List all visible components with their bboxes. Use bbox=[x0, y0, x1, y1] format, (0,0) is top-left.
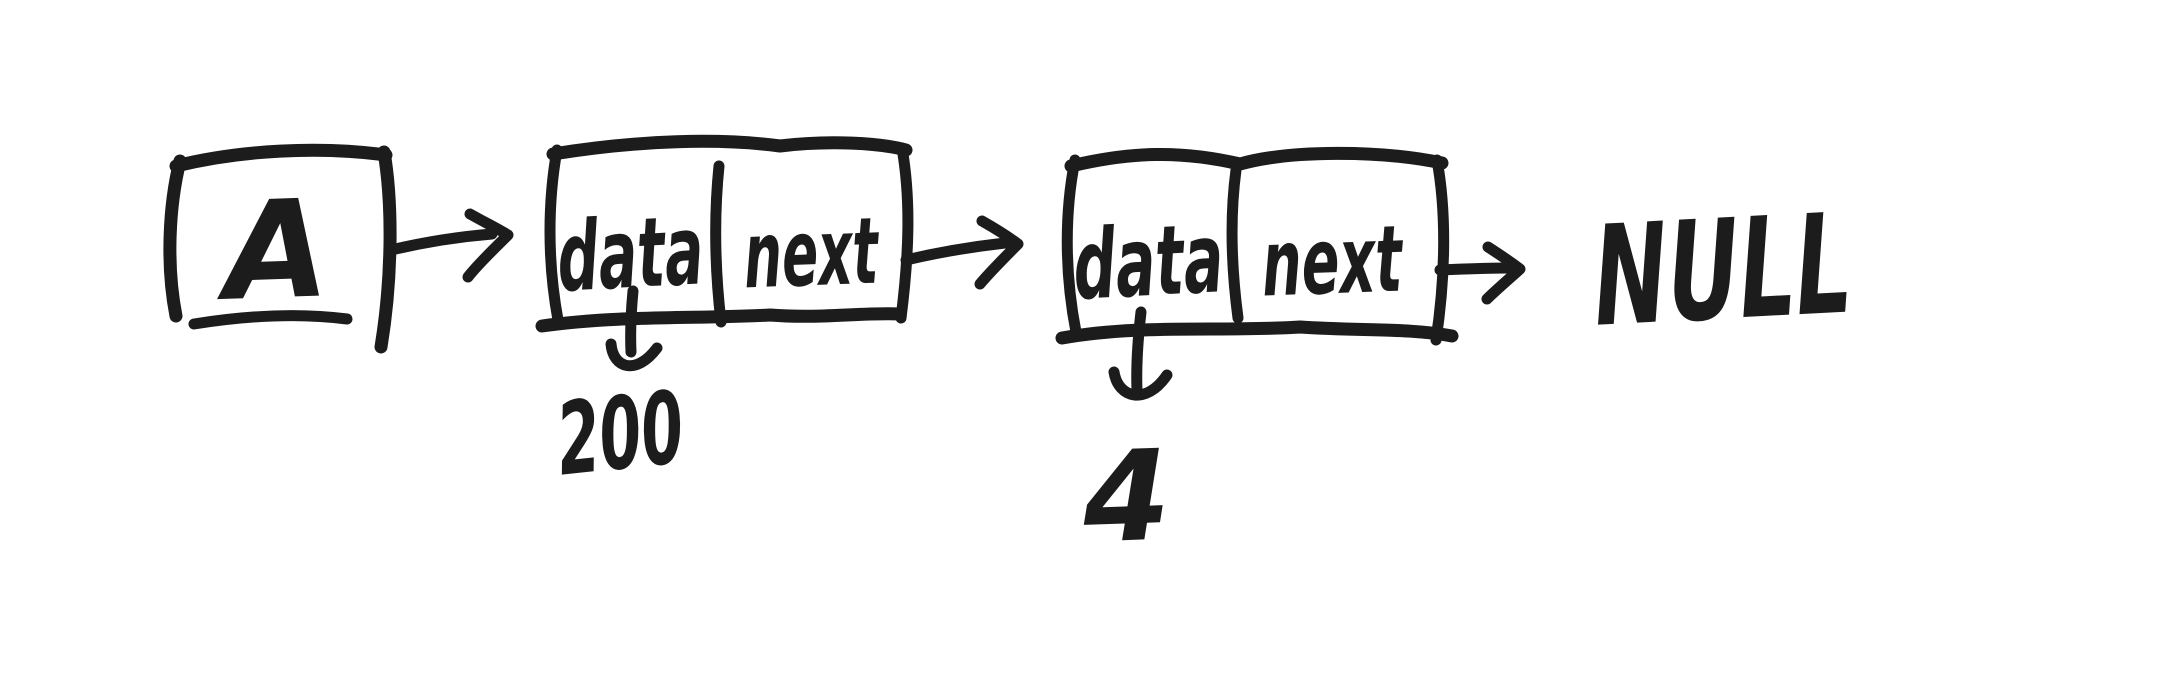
head-box-bottom-edge bbox=[188, 310, 353, 330]
arrow-shaft bbox=[900, 237, 1011, 266]
node-2-left-edge bbox=[1061, 154, 1082, 338]
head-box-right-edge bbox=[374, 145, 397, 354]
node-1-cell-divider bbox=[710, 160, 727, 328]
node-2-top-edge bbox=[1064, 146, 1449, 173]
null-terminator-label: NULL bbox=[1589, 183, 1855, 357]
node-1-top-edge bbox=[546, 134, 913, 161]
arrowhead-icon bbox=[462, 208, 514, 283]
arrow-shaft bbox=[1434, 262, 1514, 276]
node-1-next-label: next bbox=[742, 198, 881, 310]
arrowhead-icon bbox=[974, 215, 1024, 290]
node-2-right-edge bbox=[1430, 154, 1450, 346]
node-2-data-label: data bbox=[1070, 202, 1226, 322]
head-box-top-edge bbox=[169, 143, 393, 173]
arrow-node2-to-null bbox=[1434, 241, 1526, 305]
arrowhead-icon bbox=[1481, 241, 1526, 305]
arrow-head-to-node1 bbox=[385, 208, 514, 283]
node-2-bottom-edge bbox=[1055, 320, 1459, 345]
node-2-value: 4 bbox=[1080, 424, 1173, 572]
down-arrow-shaft bbox=[625, 285, 639, 358]
head-pointer-box: A bbox=[163, 143, 397, 354]
down-arrowhead-icon bbox=[605, 338, 663, 372]
node-1-value: 200 bbox=[552, 369, 690, 499]
head-box-left-edge bbox=[163, 154, 187, 323]
arrow-shaft bbox=[385, 228, 498, 256]
node-1-value-arrow: 200 bbox=[552, 285, 690, 499]
node-1: data next bbox=[535, 134, 914, 333]
down-arrow-shaft bbox=[1131, 306, 1147, 396]
node-2-cell-divider bbox=[1226, 164, 1244, 324]
node-1-bottom-edge bbox=[535, 307, 907, 333]
node-2-next-label: next bbox=[1260, 206, 1405, 318]
node-1-right-edge bbox=[895, 142, 914, 324]
node-2-value-arrow: 4 bbox=[1080, 306, 1173, 572]
arrow-node1-to-node2 bbox=[900, 215, 1024, 290]
node-2: data next bbox=[1055, 146, 1459, 346]
down-arrowhead-icon bbox=[1108, 366, 1173, 401]
node-1-left-edge bbox=[544, 144, 564, 326]
head-label: A bbox=[212, 170, 331, 331]
